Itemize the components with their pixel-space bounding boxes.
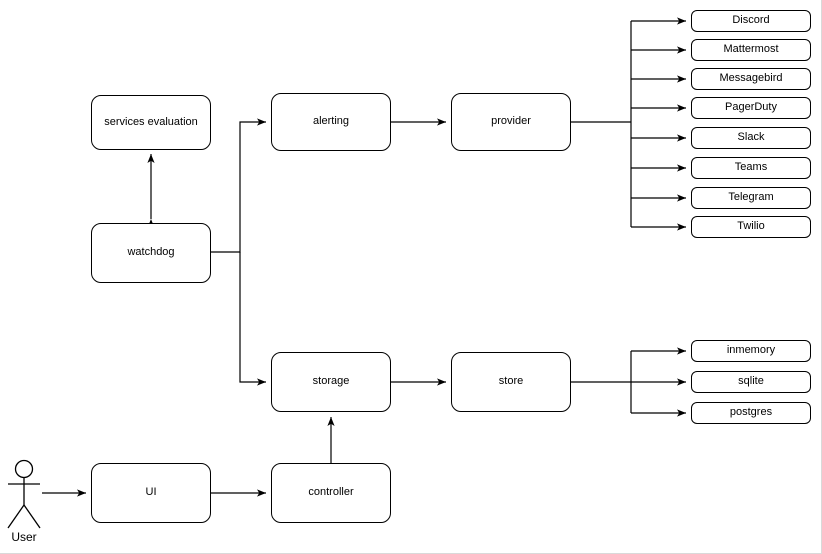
node-storage[interactable]: storage [271,352,391,412]
node-provider-mattermost[interactable]: Mattermost [691,39,811,61]
node-services-evaluation[interactable]: services evaluation [91,95,211,150]
node-provider-pagerduty[interactable]: PagerDuty [691,97,811,119]
edge-watchdog-storage [239,252,266,386]
node-ui[interactable]: UI [91,463,211,523]
node-provider-slack[interactable]: Slack [691,127,811,149]
node-provider-discord[interactable]: Discord [691,10,811,32]
node-alerting[interactable]: alerting [271,93,391,151]
edge-watchdog-alerting [211,118,266,253]
node-provider-teams[interactable]: Teams [691,157,811,179]
edge-store-fanout [571,347,686,417]
user-actor-icon [7,459,41,529]
node-store-inmemory[interactable]: inmemory [691,340,811,362]
node-provider-twilio[interactable]: Twilio [691,216,811,238]
node-store-postgres[interactable]: postgres [691,402,811,424]
node-provider[interactable]: provider [451,93,571,151]
node-provider-messagebird[interactable]: Messagebird [691,68,811,90]
node-controller[interactable]: controller [271,463,391,523]
edge-provider-fanout [571,17,686,231]
user-actor-label: User [11,530,37,544]
node-store-sqlite[interactable]: sqlite [691,371,811,393]
node-watchdog[interactable]: watchdog [91,223,211,283]
node-provider-telegram[interactable]: Telegram [691,187,811,209]
node-store[interactable]: store [451,352,571,412]
